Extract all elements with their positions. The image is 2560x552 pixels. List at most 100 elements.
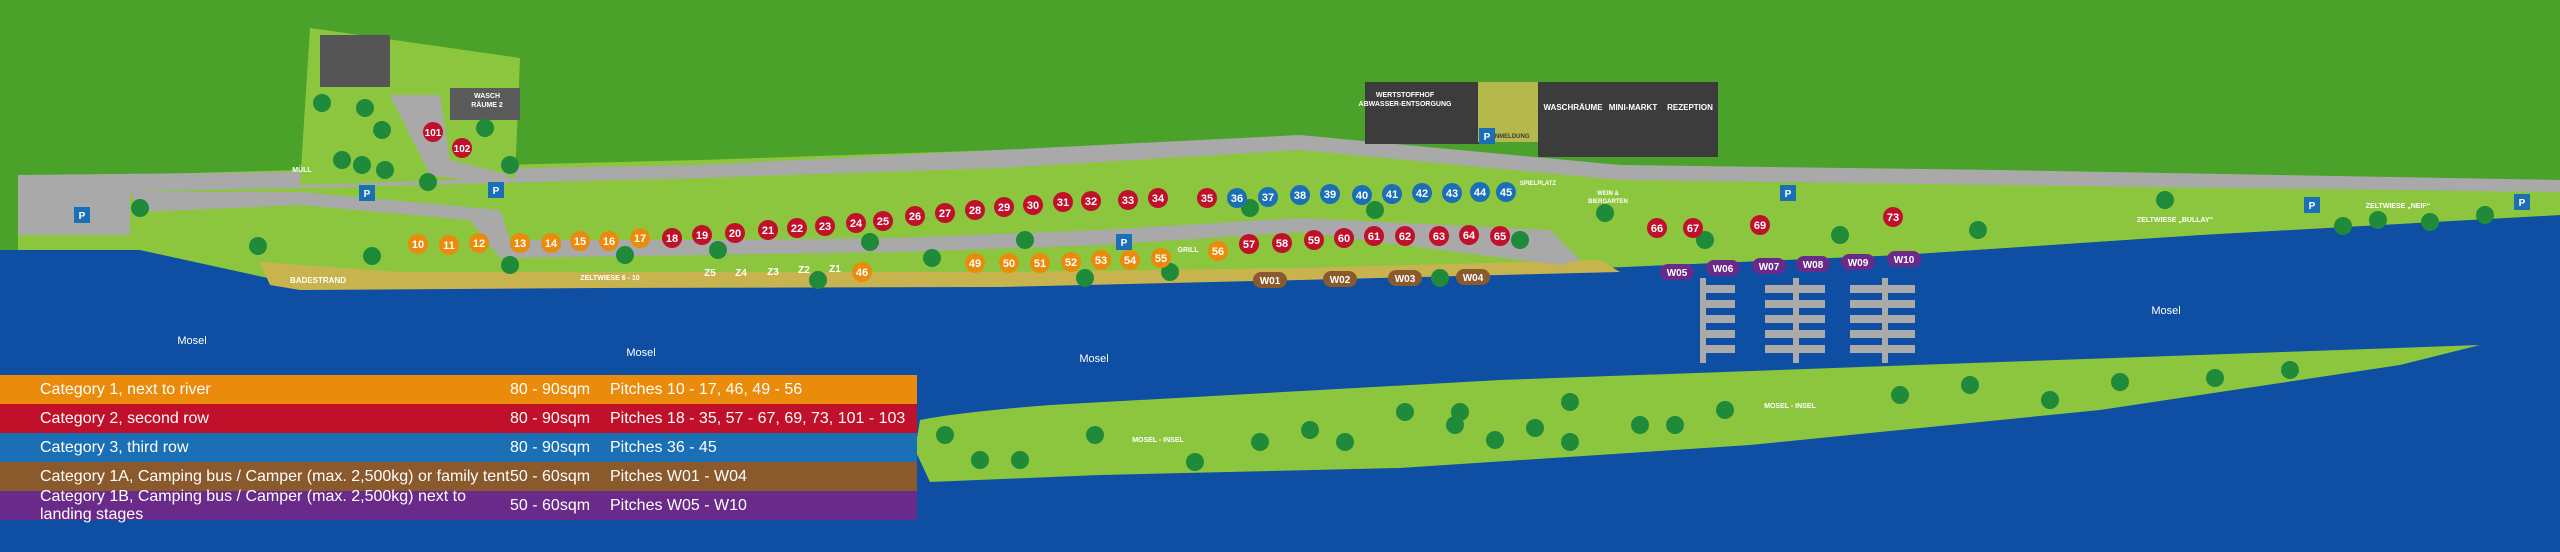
pitch-15[interactable]: 15 (570, 231, 590, 251)
label-wein: BIERGARTEN (1588, 199, 1628, 205)
tree (1251, 433, 1269, 451)
pitch-w06[interactable]: W06 (1706, 260, 1740, 276)
pitch-label: 40 (1356, 190, 1368, 202)
pitch-45[interactable]: 45 (1496, 182, 1516, 202)
pitch-10[interactable]: 10 (408, 234, 428, 254)
pitch-19[interactable]: 19 (692, 225, 712, 245)
pitch-w01[interactable]: W01 (1253, 272, 1287, 288)
pitch-69[interactable]: 69 (1750, 215, 1770, 235)
pitch-56[interactable]: 56 (1208, 241, 1228, 261)
pitch-58[interactable]: 58 (1272, 233, 1292, 253)
legend-pitches: Pitches 10 - 17, 46, 49 - 56 (610, 380, 803, 398)
legend: Category 1, next to river 80 - 90sqm Pit… (0, 375, 917, 523)
pitch-52[interactable]: 52 (1061, 252, 1081, 272)
pitch-marker (439, 235, 459, 255)
pitch-64[interactable]: 64 (1459, 225, 1479, 245)
svg-text:P: P (364, 189, 371, 200)
pitch-55[interactable]: 55 (1151, 248, 1171, 268)
pitch-23[interactable]: 23 (815, 216, 835, 236)
pitch-59[interactable]: 59 (1304, 230, 1324, 250)
pitch-42[interactable]: 42 (1412, 183, 1432, 203)
pitch-marker (1364, 226, 1384, 246)
pitch-67[interactable]: 67 (1683, 218, 1703, 238)
pitch-35[interactable]: 35 (1197, 188, 1217, 208)
pitch-44[interactable]: 44 (1470, 182, 1490, 202)
pitch-62[interactable]: 62 (1395, 226, 1415, 246)
pitch-57[interactable]: 57 (1239, 234, 1259, 254)
legend-size: 80 - 90sqm (510, 409, 591, 427)
pitch-marker (1706, 260, 1740, 276)
pitch-21[interactable]: 21 (758, 220, 778, 240)
tree (1011, 451, 1029, 469)
pitch-63[interactable]: 63 (1429, 226, 1449, 246)
pitch-65[interactable]: 65 (1490, 226, 1510, 246)
pitch-w04[interactable]: W04 (1456, 269, 1490, 285)
pitch-w10[interactable]: W10 (1887, 251, 1921, 267)
pitch-marker (1442, 183, 1462, 203)
svg-text:P: P (1121, 238, 1128, 249)
zelt-z5: Z5 (704, 268, 716, 279)
pitch-16[interactable]: 16 (599, 231, 619, 251)
tree (2476, 206, 2494, 224)
pitch-36[interactable]: 36 (1227, 188, 1247, 208)
pitch-61[interactable]: 61 (1364, 226, 1384, 246)
pitch-33[interactable]: 33 (1118, 190, 1138, 210)
pitch-label: 22 (791, 223, 803, 235)
pitch-73[interactable]: 73 (1883, 207, 1903, 227)
pitch-31[interactable]: 31 (1053, 192, 1073, 212)
tree (363, 247, 381, 265)
pitch-37[interactable]: 37 (1258, 187, 1278, 207)
pitch-w09[interactable]: W09 (1841, 254, 1875, 270)
pitch-label: 13 (514, 238, 526, 250)
pitch-39[interactable]: 39 (1320, 184, 1340, 204)
pitch-49[interactable]: 49 (965, 253, 985, 273)
pitch-32[interactable]: 32 (1081, 191, 1101, 211)
beach (260, 260, 1620, 290)
pitch-34[interactable]: 34 (1148, 188, 1168, 208)
pitch-marker (758, 220, 778, 240)
pitch-54[interactable]: 54 (1120, 250, 1140, 270)
pitch-22[interactable]: 22 (787, 218, 807, 238)
tree (313, 94, 331, 112)
tree (1161, 263, 1179, 281)
pitch-41[interactable]: 41 (1382, 184, 1402, 204)
pitch-29[interactable]: 29 (994, 197, 1014, 217)
pitch-label: 60 (1338, 233, 1350, 245)
pitch-17[interactable]: 17 (630, 228, 650, 248)
pitch-46[interactable]: 46 (852, 262, 872, 282)
pitch-101[interactable]: 101 (423, 122, 443, 142)
pitch-51[interactable]: 51 (1030, 253, 1050, 273)
pitch-14[interactable]: 14 (541, 233, 561, 253)
pitch-w07[interactable]: W07 (1752, 258, 1786, 274)
pitch-24[interactable]: 24 (846, 213, 866, 233)
pitch-25[interactable]: 25 (873, 211, 893, 231)
tree (1396, 403, 1414, 421)
pitch-66[interactable]: 66 (1647, 218, 1667, 238)
pitch-60[interactable]: 60 (1334, 228, 1354, 248)
pitch-28[interactable]: 28 (965, 200, 985, 220)
pitch-43[interactable]: 43 (1442, 183, 1462, 203)
pitch-w02[interactable]: W02 (1323, 271, 1357, 287)
pitch-38[interactable]: 38 (1290, 185, 1310, 205)
pitch-30[interactable]: 30 (1023, 195, 1043, 215)
pitch-13[interactable]: 13 (510, 233, 530, 253)
pitch-w08[interactable]: W08 (1796, 256, 1830, 272)
pitch-label: 24 (850, 218, 863, 230)
pitch-label: W02 (1330, 275, 1351, 286)
pitch-18[interactable]: 18 (662, 228, 682, 248)
tree (1891, 386, 1909, 404)
pitch-12[interactable]: 12 (469, 233, 489, 253)
pitch-marker (965, 200, 985, 220)
pitch-w03[interactable]: W03 (1388, 270, 1422, 286)
pitch-marker (452, 138, 472, 158)
pitch-50[interactable]: 50 (999, 253, 1019, 273)
pitch-label: 33 (1122, 195, 1134, 207)
pitch-102[interactable]: 102 (452, 138, 472, 158)
pitch-53[interactable]: 53 (1091, 250, 1111, 270)
pitch-40[interactable]: 40 (1352, 185, 1372, 205)
pitch-w05[interactable]: W05 (1660, 264, 1694, 280)
pitch-26[interactable]: 26 (905, 206, 925, 226)
pitch-20[interactable]: 20 (725, 223, 745, 243)
pitch-11[interactable]: 11 (439, 235, 459, 255)
pitch-27[interactable]: 27 (935, 203, 955, 223)
